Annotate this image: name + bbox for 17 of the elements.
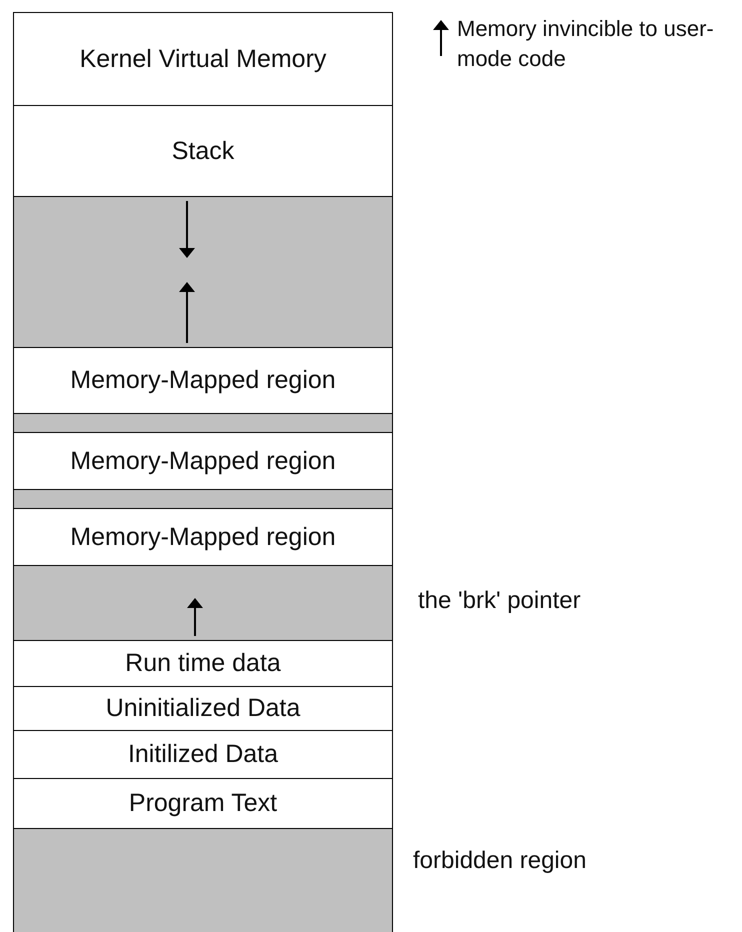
empty-region-band	[13, 565, 393, 641]
memory-region-band: Memory-Mapped region	[13, 508, 393, 566]
memory-region-band: Program Text	[13, 778, 393, 829]
empty-region-band	[13, 489, 393, 509]
memory-region-band: Initilized Data	[13, 730, 393, 779]
memory-region-band: Uninitialized Data	[13, 686, 393, 731]
annotation-text: the 'brk' pointer	[418, 586, 582, 616]
memory-region-band: Run time data	[13, 640, 393, 687]
annotation-text: forbidden region	[413, 846, 588, 876]
memory-region-band: Memory-Mapped region	[13, 347, 393, 414]
empty-region-band	[13, 196, 393, 348]
empty-region-band	[13, 828, 393, 932]
memory-region-band: Memory-Mapped region	[13, 432, 393, 490]
annotation-text: Memory invincible to user-mode code	[457, 15, 715, 73]
memory-region-band: Kernel Virtual Memory	[13, 12, 393, 106]
memory-region-band: Stack	[13, 105, 393, 197]
empty-region-band	[13, 413, 393, 433]
